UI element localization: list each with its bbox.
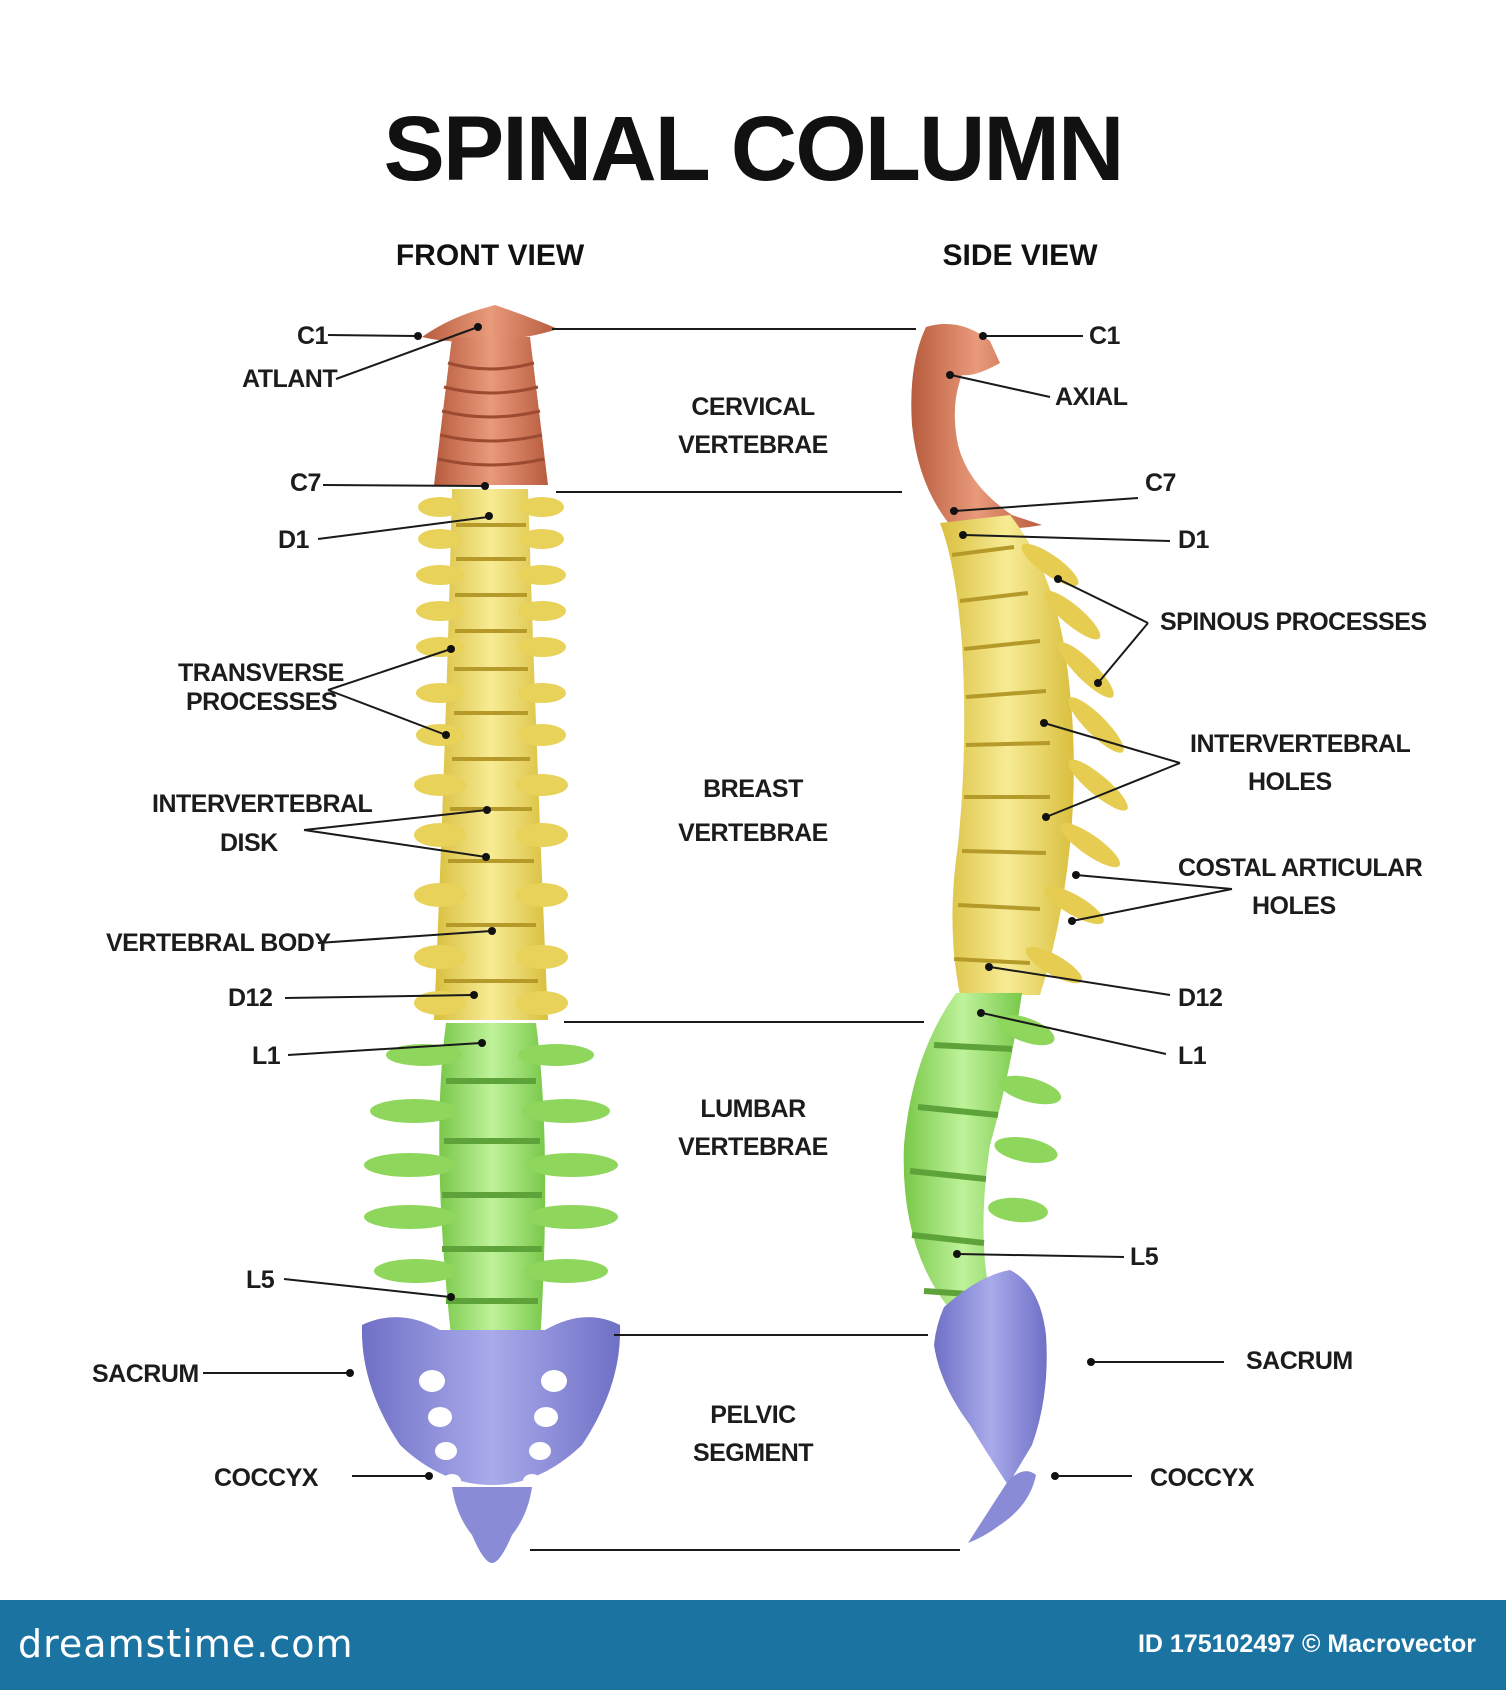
svg-text:L1: L1 <box>252 1042 281 1070</box>
side-label-sacrum: SACRUM <box>1087 1347 1353 1375</box>
svg-text:ATLANT: ATLANT <box>242 365 337 393</box>
side-cervical <box>911 324 1042 529</box>
front-label-l5: L5 <box>246 1266 455 1301</box>
side-label-axial: AXIAL <box>946 371 1128 411</box>
svg-text:D12: D12 <box>1178 984 1222 1012</box>
side-label-d1: D1 <box>959 526 1210 554</box>
segment-label-breast: BREAST VERTEBRAE <box>678 775 828 847</box>
svg-text:C1: C1 <box>297 322 329 350</box>
front-sacral-foramina <box>419 1370 567 1488</box>
svg-text:CERVICAL: CERVICAL <box>691 393 815 421</box>
segment-separators <box>530 328 960 1551</box>
front-thoracic-disks <box>444 523 538 983</box>
front-atlas <box>422 305 558 342</box>
front-lumbar-processes <box>364 1044 618 1283</box>
svg-text:COSTAL ARTICULAR: COSTAL ARTICULAR <box>1178 854 1423 882</box>
side-thoracic <box>940 515 1074 995</box>
svg-text:TRANSVERSE: TRANSVERSE <box>178 659 344 687</box>
svg-text:SACRUM: SACRUM <box>1246 1347 1353 1375</box>
front-label-vertebral-body: VERTEBRAL BODY <box>106 927 496 957</box>
side-view-heading: SIDE VIEW <box>942 239 1098 272</box>
svg-text:D12: D12 <box>228 984 272 1012</box>
side-label-costal-articular-holes: COSTAL ARTICULAR HOLES <box>1068 854 1423 925</box>
side-lumbar-processes <box>988 1014 1062 1223</box>
front-label-transverse-processes: TRANSVERSE PROCESSES <box>178 645 455 739</box>
front-label-d1: D1 <box>278 512 493 554</box>
svg-text:SEGMENT: SEGMENT <box>693 1439 813 1467</box>
front-label-atlant: ATLANT <box>242 323 482 393</box>
front-label-coccyx: COCCYX <box>214 1464 433 1492</box>
front-label-d12: D12 <box>228 984 478 1012</box>
side-lumbar <box>903 993 1022 1307</box>
front-coccyx <box>452 1487 532 1563</box>
svg-text:HOLES: HOLES <box>1248 768 1332 796</box>
svg-text:PELVIC: PELVIC <box>710 1401 796 1429</box>
side-label-c7: C7 <box>950 469 1176 515</box>
front-label-c1: C1 <box>297 322 422 350</box>
side-label-l1: L1 <box>977 1009 1207 1070</box>
svg-text:VERTEBRAE: VERTEBRAE <box>678 819 828 847</box>
front-cervical-ridges <box>437 361 545 467</box>
svg-text:SACRUM: SACRUM <box>92 1360 199 1388</box>
segment-label-pelvic: PELVIC SEGMENT <box>693 1401 814 1467</box>
svg-text:LUMBAR: LUMBAR <box>700 1095 806 1123</box>
svg-text:PROCESSES: PROCESSES <box>186 688 337 716</box>
front-lumbar-disks <box>442 1078 542 1304</box>
side-label-coccyx: COCCYX <box>1051 1464 1255 1492</box>
footer-credit: ID 175102497 © Macrovector <box>1137 1630 1476 1658</box>
svg-text:L1: L1 <box>1178 1042 1207 1070</box>
svg-text:HOLES: HOLES <box>1252 892 1336 920</box>
svg-text:VERTEBRAL BODY: VERTEBRAL BODY <box>106 929 331 957</box>
footer-brand[interactable]: dreamstime.com <box>18 1622 354 1666</box>
side-label-spinous-processes: SPINOUS PROCESSES <box>1054 575 1427 687</box>
side-lumbar-disks <box>909 1042 1013 1298</box>
front-sacrum <box>361 1317 621 1485</box>
front-cervical-column <box>434 337 548 485</box>
segment-label-lumbar: LUMBAR VERTEBRAE <box>678 1095 828 1161</box>
front-label-c7: C7 <box>290 469 489 497</box>
svg-text:SPINOUS PROCESSES: SPINOUS PROCESSES <box>1160 608 1427 636</box>
svg-text:C7: C7 <box>1145 469 1176 497</box>
front-label-l1: L1 <box>252 1039 486 1070</box>
page-title: SPINAL COLUMN <box>384 98 1123 200</box>
side-sacrum <box>934 1270 1047 1485</box>
svg-text:AXIAL: AXIAL <box>1055 383 1128 411</box>
svg-text:L5: L5 <box>246 1266 275 1294</box>
footer-bar: dreamstime.com ID 175102497 © Macrovecto… <box>0 1600 1506 1690</box>
side-spine <box>903 324 1128 1543</box>
svg-text:C1: C1 <box>1089 322 1121 350</box>
front-label-sacrum: SACRUM <box>92 1360 354 1388</box>
front-thoracic-processes <box>414 497 568 1015</box>
side-thoracic-disks <box>951 545 1051 965</box>
svg-text:VERTEBRAE: VERTEBRAE <box>678 1133 828 1161</box>
front-lumbar-column <box>439 1023 546 1345</box>
side-label-l5: L5 <box>953 1243 1159 1271</box>
svg-text:D1: D1 <box>1178 526 1210 554</box>
svg-text:VERTEBRAE: VERTEBRAE <box>678 431 828 459</box>
svg-text:COCCYX: COCCYX <box>214 1464 319 1492</box>
side-spinous-processes <box>1021 543 1128 984</box>
front-thoracic-column <box>434 489 548 1020</box>
side-label-d12: D12 <box>985 963 1223 1012</box>
front-label-intervertebral-disk: INTERVERTEBRAL DISK <box>152 790 491 861</box>
front-spine <box>361 305 621 1563</box>
svg-text:L5: L5 <box>1130 1243 1159 1271</box>
svg-text:BREAST: BREAST <box>703 775 803 803</box>
svg-text:C7: C7 <box>290 469 321 497</box>
svg-text:INTERVERTEBRAL: INTERVERTEBRAL <box>1190 730 1411 758</box>
side-label-c1: C1 <box>979 322 1121 350</box>
svg-text:D1: D1 <box>278 526 310 554</box>
svg-text:INTERVERTEBRAL: INTERVERTEBRAL <box>152 790 373 818</box>
svg-text:DISK: DISK <box>220 829 278 857</box>
side-coccyx <box>968 1471 1036 1543</box>
svg-text:COCCYX: COCCYX <box>1150 1464 1255 1492</box>
side-label-intervertebral-holes: INTERVERTEBRAL HOLES <box>1040 719 1411 821</box>
segment-label-cervical: CERVICAL VERTEBRAE <box>678 393 828 459</box>
front-view-heading: FRONT VIEW <box>396 239 585 272</box>
